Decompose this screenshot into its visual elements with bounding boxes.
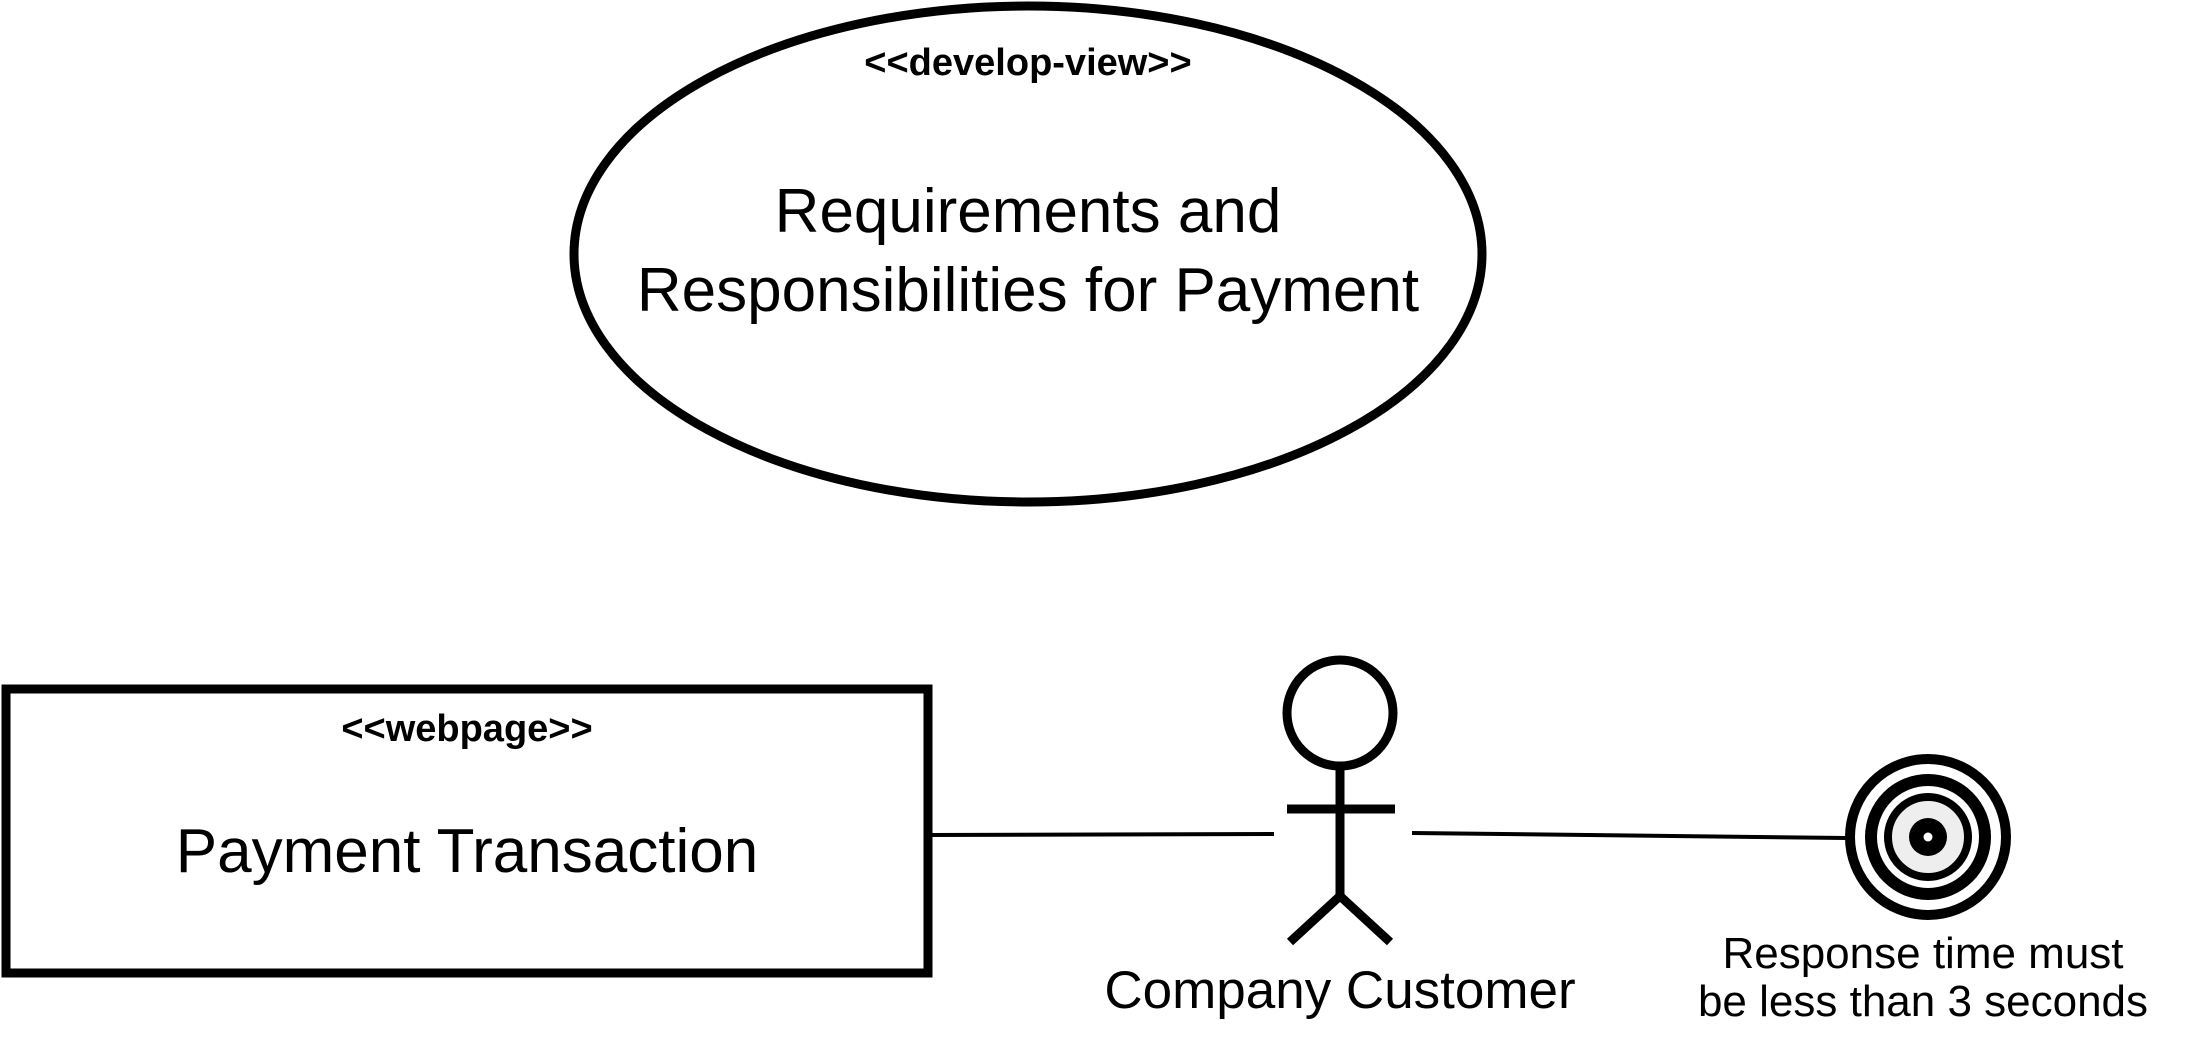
usecase-stereotype: <<develop-view>> — [864, 42, 1192, 84]
usecase-ellipse[interactable] — [569, 1, 1487, 507]
actor-name: Company Customer — [1104, 961, 1576, 1020]
actor-left-leg — [1286, 892, 1344, 946]
usecase-title-line2: Responsibilities for Payment — [636, 256, 1420, 326]
target-icon[interactable] — [1845, 754, 2011, 920]
usecase-title-line1: Requirements and — [774, 177, 1282, 246]
webpage-box[interactable] — [1, 684, 933, 978]
goal-note-line1: Response time must — [1722, 929, 2124, 978]
goal-note: Response time must be less than 3 second… — [1658, 930, 2188, 1025]
actor-right-leg — [1336, 892, 1394, 946]
webpage-title: Payment Transaction — [175, 817, 759, 886]
webpage-stereotype: <<webpage>> — [341, 708, 593, 750]
association-webpage-actor — [929, 832, 1275, 837]
actor-figure[interactable] — [1282, 655, 1398, 946]
actor-head — [1282, 655, 1398, 771]
usecase-title: Requirements and Responsibilities for Pa… — [578, 172, 1478, 331]
association-actor-goal — [1411, 831, 1847, 840]
goal-note-line2: be less than 3 seconds — [1697, 976, 2149, 1026]
